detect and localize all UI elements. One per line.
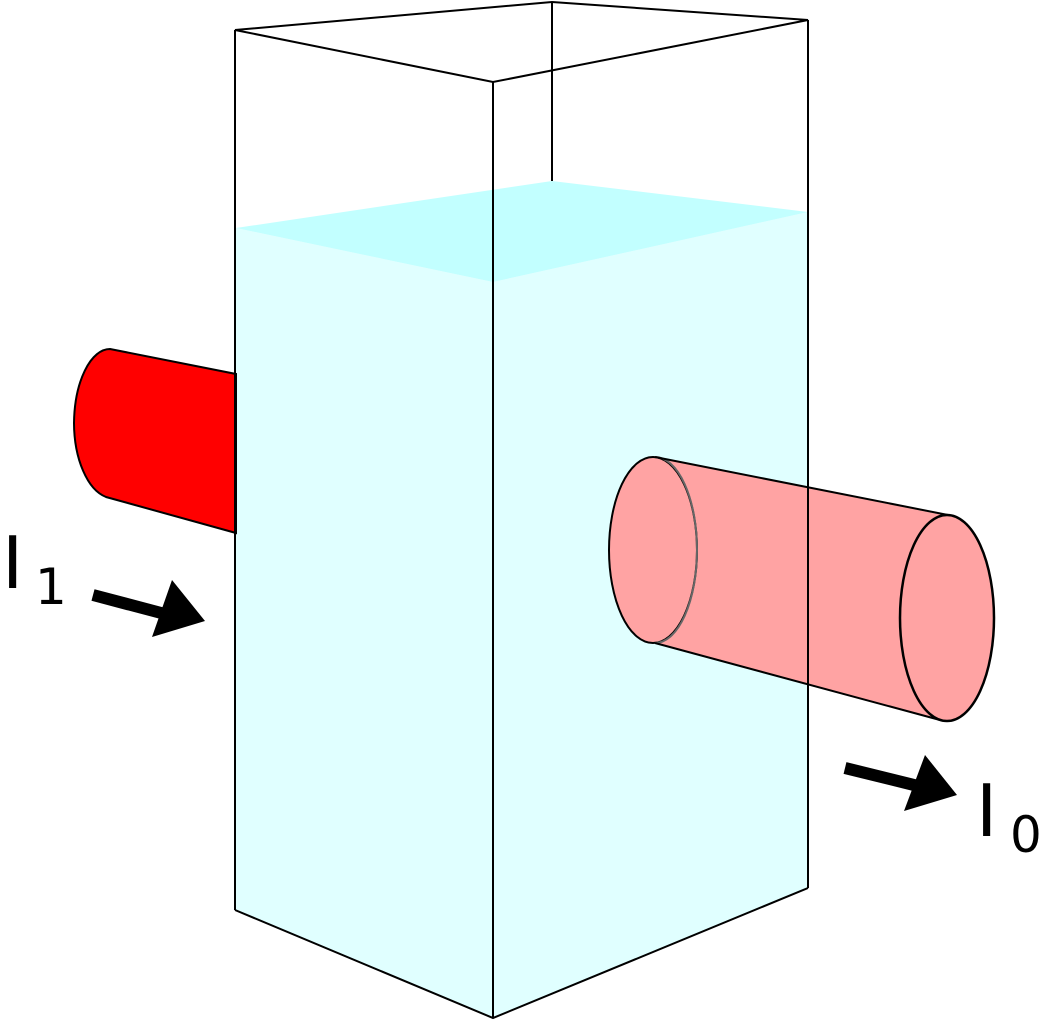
transmitted-beam-exit-end [898, 513, 996, 723]
incident-arrow-shaft [91, 589, 167, 620]
cuvette-top-rim [234, 0, 809, 84]
liquid-front-face [236, 228, 493, 1018]
cuvette-bottom-edges [234, 887, 809, 1020]
transmitted-beam-cylinder [608, 456, 996, 723]
incident-intensity-label: I 1 [2, 521, 67, 616]
incident-arrow [91, 580, 205, 637]
cuvette-outline [234, 0, 809, 1020]
transmitted-arrow [843, 755, 957, 811]
incident-beam-cylinder [72, 347, 237, 535]
transmitted-intensity-label: I 0 [976, 769, 1042, 864]
liquid-surface [236, 181, 808, 282]
transmitted-beam-body [655, 457, 948, 720]
incident-arrow-head [152, 580, 205, 637]
transmitted-arrow-shaft [843, 762, 920, 792]
incident-beam-body [72, 347, 237, 535]
transmitted-beam-entry-end [608, 456, 698, 644]
transmitted-beam-bottom-edge [654, 642, 941, 721]
transmitted-arrow-head [904, 755, 957, 811]
transmitted-beam-entry-inner-edge [654, 456, 698, 644]
transmitted-beam-top-edge [654, 456, 949, 516]
